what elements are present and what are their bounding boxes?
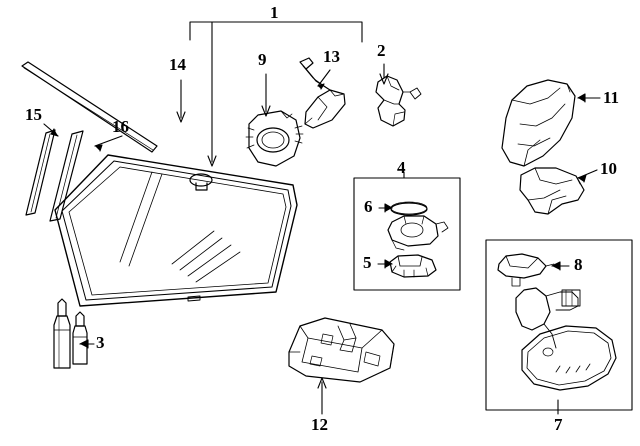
callout-15: 15	[25, 105, 42, 124]
callout-9: 9	[258, 50, 267, 69]
side-moulding-strip-b	[49, 130, 84, 222]
callout-13: 13	[323, 47, 340, 66]
sensor-retainer-clip	[389, 254, 437, 278]
upper-cover-trim	[501, 79, 576, 167]
mirror-box	[485, 239, 633, 411]
callout-12: 12	[311, 415, 328, 434]
callout-4: 4	[397, 158, 406, 177]
mirror-mount-pad	[189, 173, 213, 191]
wiring-harness-connector	[299, 57, 346, 129]
upper-moulding-strip	[21, 61, 158, 153]
callout-6: 6	[364, 197, 373, 216]
lower-cover-trim	[519, 167, 585, 215]
rain-sensor-cover-upper	[375, 75, 422, 127]
callout-7: 7	[554, 415, 563, 434]
leader-lines	[43, 21, 601, 415]
callout-5: 5	[363, 253, 372, 272]
callout-10: 10	[600, 159, 617, 178]
callout-3: 3	[96, 333, 105, 352]
callout-1: 1	[270, 3, 279, 22]
callout-16: 16	[112, 117, 129, 136]
side-moulding-strip-a	[25, 129, 56, 216]
glass-lower-tab	[187, 295, 201, 302]
windshield-glass	[54, 154, 298, 307]
mirror-mounting-bracket	[497, 253, 555, 287]
rain-sensor-box	[353, 177, 461, 291]
callout-11: 11	[603, 88, 620, 107]
antenna-sensor-module	[245, 110, 304, 167]
rear-view-mirror-body	[521, 325, 617, 391]
glass-reflection-lines	[119, 171, 241, 283]
adhesive-applicator	[53, 298, 88, 369]
callout-2: 2	[377, 41, 386, 60]
callout-8: 8	[574, 255, 583, 274]
rain-sensor-body	[387, 215, 449, 251]
mirror-stem-harness	[515, 287, 581, 349]
sensor-gel-pad	[390, 201, 428, 216]
callout-14: 14	[169, 55, 186, 74]
electronics-control-module	[288, 317, 395, 383]
